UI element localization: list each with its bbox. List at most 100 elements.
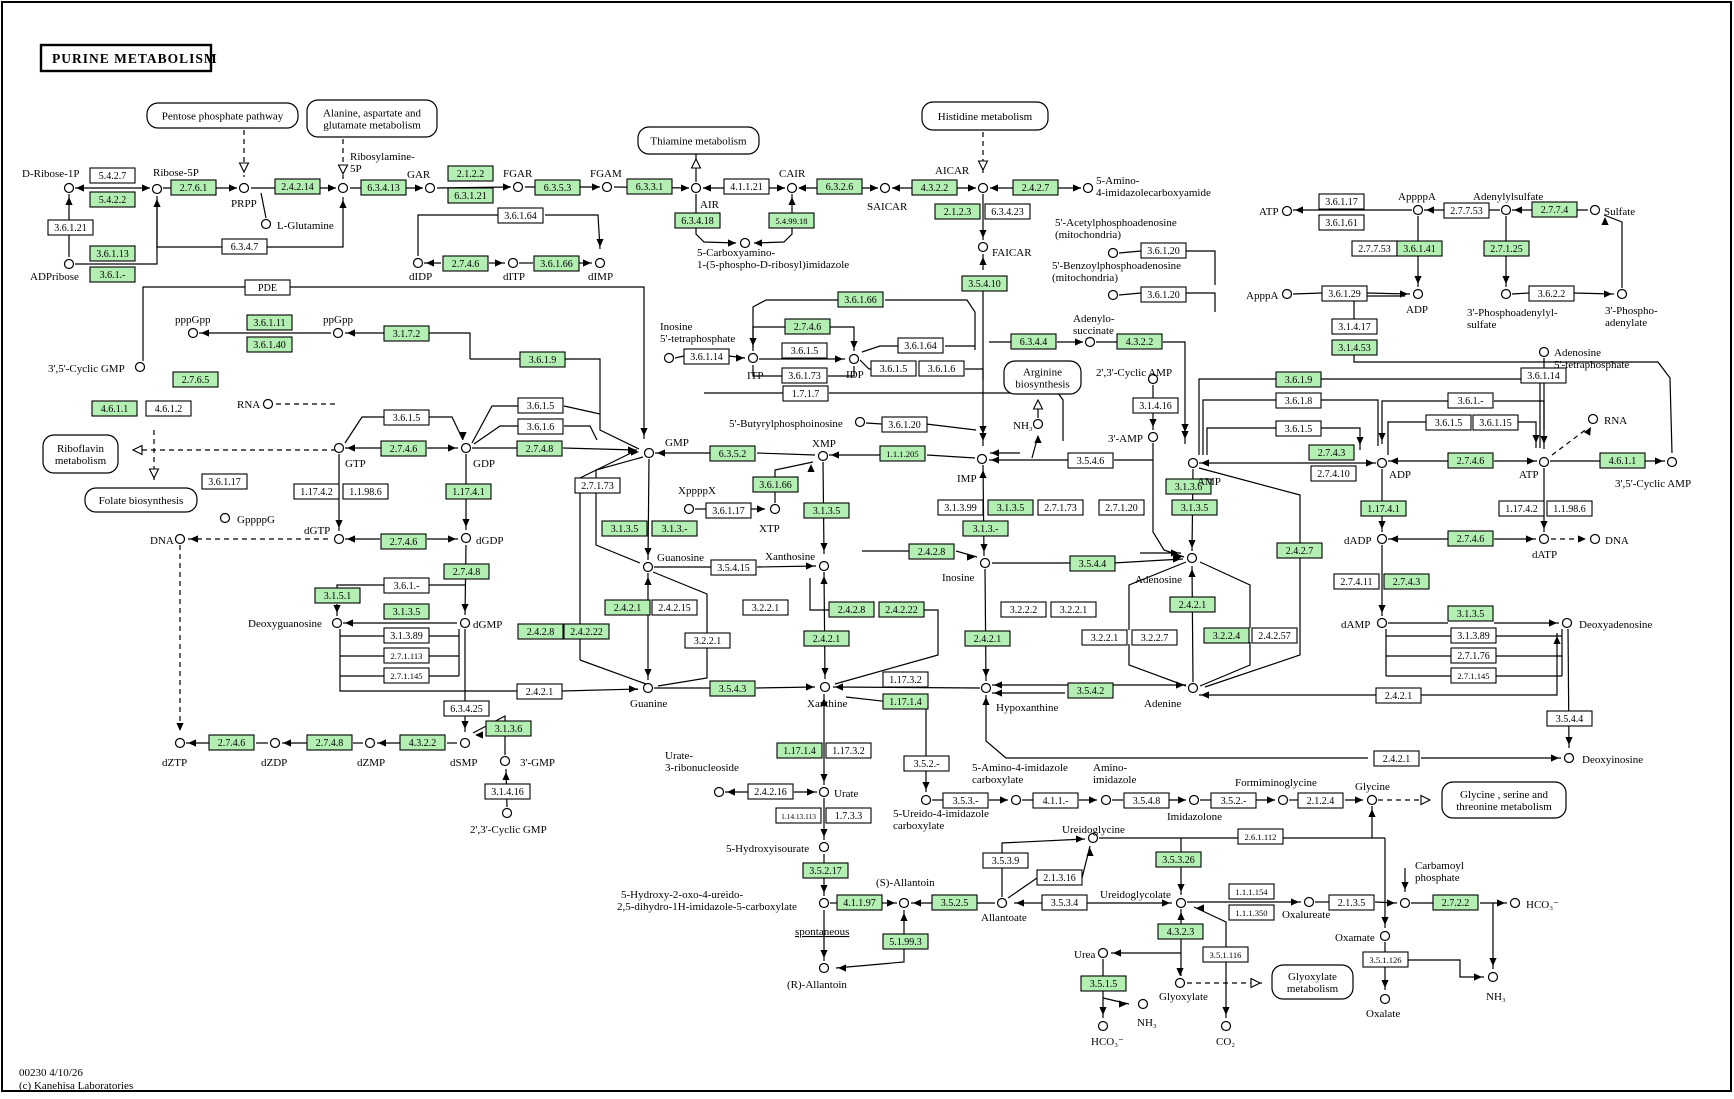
enzyme-label[interactable]: 1.1.1.154 — [1235, 887, 1268, 897]
enzyme-label[interactable]: 2.7.6.5 — [182, 375, 210, 386]
enzyme-label[interactable]: 3.1.7.2 — [393, 329, 421, 340]
enzyme-label[interactable]: 2.7.4.6 — [390, 537, 418, 548]
enzyme-label[interactable]: 3.5.3.26 — [1162, 855, 1195, 866]
enzyme-label[interactable]: 3.6.1.61 — [1325, 218, 1358, 229]
enzyme-box[interactable] — [881, 416, 928, 433]
enzyme-box[interactable] — [781, 367, 828, 384]
enzyme-label[interactable]: 1.1.98.6 — [349, 487, 382, 498]
enzyme-label[interactable]: 6.3.2.6 — [826, 182, 854, 193]
enzyme-label[interactable]: 2.7.4.11 — [1340, 577, 1372, 588]
enzyme-label[interactable]: 4.3.2.2 — [1126, 337, 1154, 348]
enzyme-label[interactable]: 2.7.4.6 — [452, 259, 480, 270]
enzyme-box[interactable] — [1210, 792, 1257, 809]
enzyme-box[interactable] — [1447, 452, 1494, 469]
pathway-link-label[interactable]: Alanine, aspartate and — [323, 108, 422, 120]
enzyme-label[interactable]: 3.6.1.15 — [1479, 418, 1512, 429]
enzyme-label[interactable]: 1.17.1.4 — [783, 746, 816, 757]
metabolite-node[interactable] — [238, 182, 250, 194]
metabolite-node[interactable] — [1097, 1020, 1109, 1032]
enzyme-box[interactable] — [903, 755, 950, 772]
enzyme-label[interactable]: 1.1.1.350 — [1235, 908, 1267, 918]
metabolite-node[interactable] — [262, 398, 274, 410]
enzyme-box[interactable] — [1362, 951, 1409, 968]
enzyme-label[interactable]: 2.7.1.113 — [391, 651, 423, 661]
enzyme-label[interactable]: 2.4.2.16 — [754, 787, 787, 798]
enzyme-box[interactable] — [1297, 792, 1344, 809]
pathway-link-label[interactable]: metabolism — [55, 455, 107, 467]
pathway-link-label[interactable]: Pentose phosphate pathway — [162, 111, 284, 123]
enzyme-box[interactable] — [1140, 242, 1187, 259]
metabolite-node[interactable] — [977, 182, 989, 194]
enzyme-box[interactable] — [47, 219, 94, 236]
enzyme-box[interactable] — [1531, 201, 1578, 218]
enzyme-label[interactable]: PDE — [258, 283, 277, 294]
enzyme-box[interactable] — [1067, 452, 1114, 469]
enzyme-box[interactable] — [443, 700, 490, 717]
metabolite-node[interactable] — [1538, 346, 1550, 358]
metabolite-node[interactable] — [337, 182, 349, 194]
metabolite-node[interactable] — [1220, 1020, 1232, 1032]
enzyme-label[interactable]: 3.5.2.17 — [809, 866, 842, 877]
enzyme-label[interactable]: 3.6.1.29 — [1328, 289, 1361, 300]
enzyme-box[interactable] — [803, 630, 850, 647]
enzyme-box[interactable] — [1140, 286, 1187, 303]
enzyme-box[interactable] — [574, 477, 621, 494]
pathway-link-label[interactable]: threonine metabolism — [1456, 801, 1552, 813]
enzyme-label[interactable]: 3.6.1.- — [394, 581, 420, 592]
metabolite-node[interactable] — [1589, 204, 1601, 216]
enzyme-box[interactable] — [908, 543, 955, 560]
enzyme-box[interactable] — [683, 348, 730, 365]
enzyme-box[interactable] — [705, 502, 752, 519]
metabolite-node[interactable] — [818, 897, 830, 909]
enzyme-box[interactable] — [931, 894, 978, 911]
metabolite-node[interactable] — [1097, 947, 1109, 959]
enzyme-box[interactable] — [1169, 596, 1216, 613]
enzyme-label[interactable]: 3.6.1.14 — [690, 352, 723, 363]
enzyme-box[interactable] — [1275, 371, 1322, 388]
pathway-link-box[interactable] — [84, 487, 198, 513]
metabolite-node[interactable] — [1010, 794, 1022, 806]
enzyme-label[interactable]: 1.17.4.1 — [452, 487, 485, 498]
enzyme-box[interactable] — [825, 807, 872, 824]
enzyme-label[interactable]: 6.3.4.7 — [231, 242, 259, 253]
metabolite-node[interactable] — [1509, 897, 1521, 909]
pathway-link-label[interactable]: glutamate metabolism — [323, 120, 421, 132]
metabolite-node[interactable] — [1084, 336, 1096, 348]
enzyme-box[interactable] — [244, 279, 291, 296]
enzyme-label[interactable]: 3.1.4.17 — [1338, 322, 1371, 333]
pathway-link-box[interactable] — [146, 102, 299, 129]
enzyme-box[interactable] — [1318, 214, 1365, 231]
metabolite-node[interactable] — [332, 327, 344, 339]
enzyme-box[interactable] — [878, 601, 925, 618]
metabolite-node[interactable] — [333, 533, 345, 545]
metabolite-node[interactable] — [739, 237, 751, 249]
enzyme-box[interactable] — [651, 520, 698, 537]
enzyme-label[interactable]: 3.6.1.41 — [1403, 244, 1436, 255]
enzyme-label[interactable]: 1.7.1.7 — [792, 389, 820, 400]
enzyme-label[interactable]: 3.1.4.16 — [1139, 401, 1172, 412]
enzyme-label[interactable]: 3.5.4.8 — [1133, 796, 1161, 807]
enzyme-label[interactable]: 2.7.1.73 — [581, 481, 614, 492]
enzyme-label[interactable]: 3.6.1.66 — [844, 295, 877, 306]
enzyme-label[interactable]: 6.3.4.13 — [367, 183, 400, 194]
enzyme-box[interactable] — [626, 178, 673, 195]
pathway-link-box[interactable] — [1271, 964, 1354, 1000]
metabolite-node[interactable] — [1281, 205, 1293, 217]
enzyme-box[interactable] — [342, 483, 389, 500]
metabolite-node[interactable] — [1666, 456, 1678, 468]
enzyme-label[interactable]: 3.1.3.5 — [997, 503, 1025, 514]
metabolite-node[interactable] — [501, 807, 513, 819]
enzyme-label[interactable]: 3.5.1.126 — [1369, 955, 1402, 965]
metabolite-node[interactable] — [1277, 794, 1289, 806]
enzyme-label[interactable]: 6.3.4.4 — [1020, 337, 1048, 348]
enzyme-box[interactable] — [837, 291, 884, 308]
metabolite-node[interactable] — [1399, 897, 1411, 909]
metabolite-node[interactable] — [979, 557, 991, 569]
enzyme-label[interactable]: 5.4.2.7 — [99, 171, 127, 182]
enzyme-label[interactable]: 5.4.2.2 — [99, 195, 127, 206]
enzyme-label[interactable]: 2.7.4.8 — [453, 567, 481, 578]
enzyme-box[interactable] — [1546, 710, 1593, 727]
enzyme-box[interactable] — [516, 440, 563, 457]
enzyme-label[interactable]: 3.6.1.20 — [888, 420, 921, 431]
enzyme-label[interactable]: 3.1.4.53 — [1338, 343, 1371, 354]
